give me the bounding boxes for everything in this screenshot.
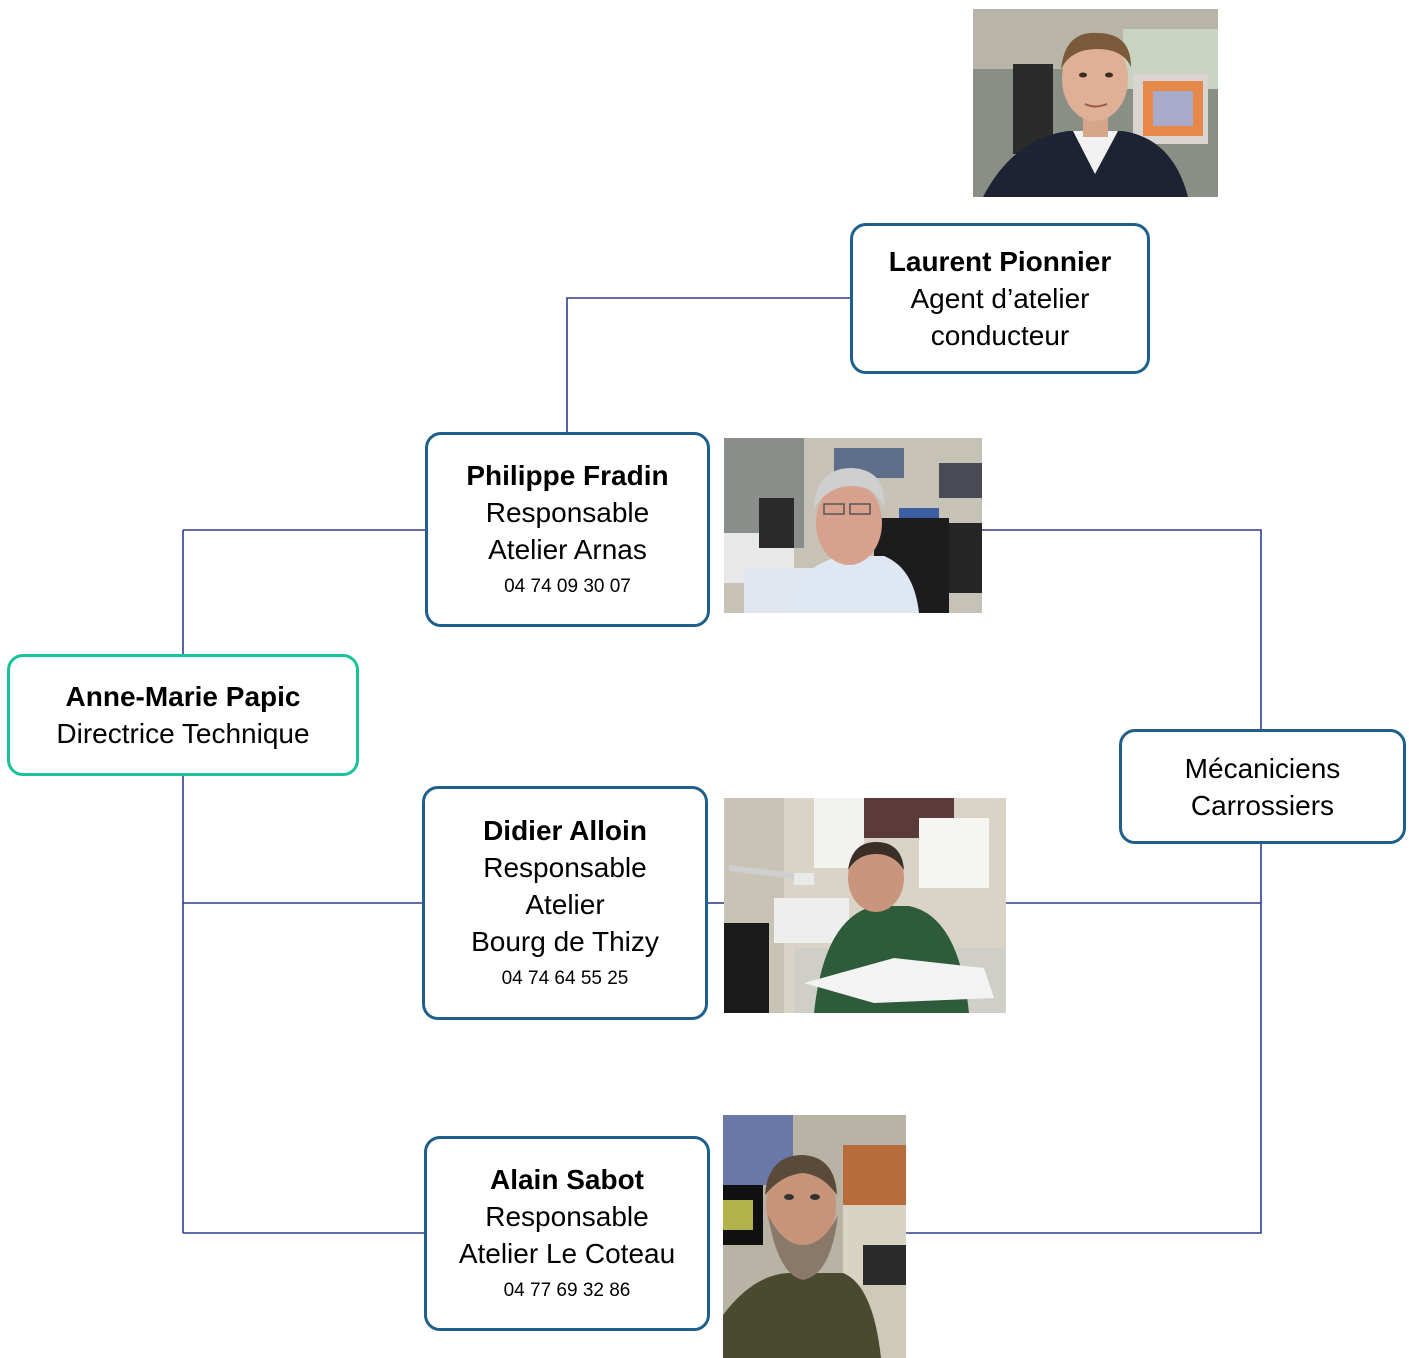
node-mecaniciens-carrossiers: Mécaniciens Carrossiers — [1119, 729, 1406, 844]
node-role-line: Responsable — [485, 497, 650, 528]
philippe-photo — [724, 438, 982, 613]
node-didier-alloin: Didier Alloin Responsable Atelier Bourg … — [422, 786, 708, 1020]
laurent-photo — [973, 9, 1218, 197]
node-alain-sabot: Alain Sabot Responsable Atelier Le Cotea… — [424, 1136, 710, 1331]
node-role-line: Agent d’atelier — [910, 283, 1090, 314]
node-role-line: Bourg de Thizy — [471, 926, 659, 957]
node-role-line: conducteur — [930, 320, 1070, 351]
node-phone: 04 74 64 55 25 — [501, 968, 629, 989]
node-phone: 04 77 69 32 86 — [503, 1280, 631, 1301]
connector-laurent-philippe — [566, 297, 851, 433]
node-role-line: Atelier Arnas — [488, 534, 647, 565]
node-role-line: Carrossiers — [1190, 789, 1335, 821]
node-role-line: Responsable — [485, 1201, 649, 1232]
node-role-line: Responsable — [483, 852, 647, 883]
node-role-line: Atelier Le Coteau — [458, 1238, 676, 1269]
node-philippe-fradin: Philippe Fradin Responsable Atelier Arna… — [425, 432, 710, 627]
node-phone: 04 74 09 30 07 — [504, 576, 631, 597]
connector-philippe-mecaniciens — [982, 529, 1262, 730]
node-role-line: Directrice Technique — [56, 718, 310, 749]
node-laurent-pionnier: Laurent Pionnier Agent d’atelier conduct… — [850, 223, 1150, 374]
node-name: Laurent Pionnier — [888, 246, 1112, 277]
didier-photo — [724, 798, 1006, 1013]
node-name: Anne-Marie Papic — [65, 681, 301, 712]
node-name: Alain Sabot — [489, 1164, 644, 1195]
node-anne-marie-papic: Anne-Marie Papic Directrice Technique — [7, 654, 359, 776]
node-name: Philippe Fradin — [466, 460, 669, 491]
node-role-line: Mécaniciens — [1184, 752, 1341, 784]
node-role-line: Atelier — [525, 889, 605, 920]
alain-photo — [723, 1115, 906, 1358]
connector-alain-mecaniciens — [906, 843, 1262, 1234]
node-name: Didier Alloin — [483, 815, 647, 846]
